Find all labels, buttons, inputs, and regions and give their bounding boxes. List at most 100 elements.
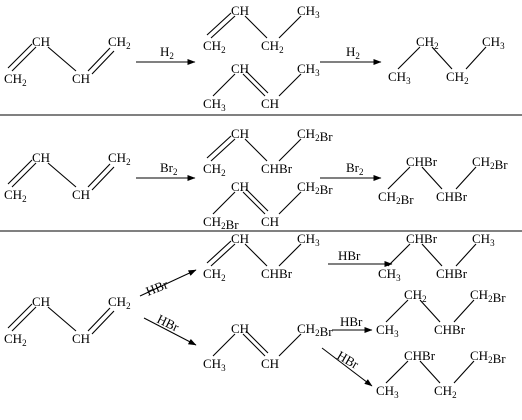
molecule-atom-label: CH bbox=[261, 356, 279, 371]
molecule-atom-label: CH bbox=[32, 294, 50, 309]
double-bond-line bbox=[11, 162, 37, 188]
reagent-label: HBr bbox=[340, 314, 363, 329]
bond-line bbox=[278, 15, 302, 39]
double-bond-line bbox=[242, 191, 266, 215]
bond-line bbox=[421, 166, 443, 190]
molecule-atom-label: CH2Br bbox=[470, 348, 506, 366]
molecule-atom-label: CH2 bbox=[446, 69, 469, 86]
molecule-atom-label: CHBr bbox=[261, 266, 293, 281]
double-bond-line bbox=[91, 50, 115, 75]
bond-line bbox=[397, 46, 421, 70]
reaction-arrow bbox=[321, 347, 373, 387]
molecule-atom-label: CHBr bbox=[406, 231, 438, 246]
double-bond-line bbox=[91, 166, 115, 191]
molecule-atom-label: CH2Br bbox=[470, 287, 506, 305]
bond-line bbox=[278, 191, 302, 215]
double-bond-line bbox=[206, 12, 232, 36]
molecule-atom-label: CH3 bbox=[388, 69, 411, 86]
bond-line bbox=[421, 243, 443, 267]
molecule-atom-label: CHBr bbox=[434, 322, 466, 337]
molecule-atom-label: CH bbox=[261, 96, 279, 111]
double-bond-line bbox=[210, 138, 236, 162]
bond-line bbox=[431, 46, 453, 70]
molecule-atom-label: CH3 bbox=[378, 266, 401, 283]
double-bond-line bbox=[206, 135, 232, 159]
reaction-arrow bbox=[143, 317, 197, 346]
bond-line bbox=[455, 243, 477, 267]
double-bond-line bbox=[245, 330, 269, 354]
molecule-atom-label: CH2 bbox=[203, 38, 226, 55]
molecule-atom-label: CHBr bbox=[406, 154, 438, 169]
double-bond-line bbox=[245, 70, 269, 94]
molecule-atom-label: CH2 bbox=[108, 294, 131, 311]
bond-line bbox=[212, 191, 236, 215]
reaction-arrow bbox=[139, 269, 197, 297]
molecule-atom-label: CH2 bbox=[434, 383, 457, 400]
molecule-atom-label: CH2 bbox=[4, 187, 27, 204]
bond-line bbox=[278, 243, 302, 267]
molecule-atom-label: CH2Br bbox=[472, 154, 508, 172]
bond-line bbox=[385, 360, 409, 384]
bond-line bbox=[278, 333, 302, 357]
bond-line bbox=[419, 360, 441, 384]
molecule-atom-label: CH3 bbox=[297, 3, 320, 20]
molecule-atom-label: CHBr bbox=[404, 348, 436, 363]
double-bond-line bbox=[91, 310, 115, 335]
molecule-atom-label: CH3 bbox=[203, 96, 226, 113]
double-bond-line bbox=[210, 243, 236, 267]
bond-line bbox=[387, 243, 411, 267]
molecule-atom-label: CH bbox=[261, 214, 279, 229]
molecule-atom-label: CHBr bbox=[436, 266, 468, 281]
bond-line bbox=[212, 73, 236, 97]
bond-line bbox=[453, 360, 475, 384]
molecule-atom-label: CH2Br bbox=[297, 126, 333, 144]
molecule-atom-label: CH2 bbox=[203, 266, 226, 283]
bond-line bbox=[244, 138, 268, 162]
reagent-label: H2 bbox=[160, 44, 174, 61]
molecule-atom-label: CHBr bbox=[261, 161, 293, 176]
bond-line bbox=[244, 243, 268, 267]
molecule-atom-label: CH2 bbox=[203, 161, 226, 178]
molecule-atom-label: CH3 bbox=[376, 322, 399, 339]
molecule-atom-label: CH3 bbox=[376, 383, 399, 400]
molecule-atom-label: CH2 bbox=[4, 331, 27, 348]
molecule-atom-label: CH bbox=[231, 61, 249, 76]
molecule-atom-label: CH2 bbox=[404, 287, 427, 304]
double-bond-line bbox=[245, 188, 269, 212]
molecule-atom-label: CH bbox=[231, 321, 249, 336]
bond-line bbox=[278, 73, 302, 97]
bond-line bbox=[47, 306, 77, 332]
double-bond-line bbox=[210, 15, 236, 39]
molecule-atom-label: CH2 bbox=[416, 34, 439, 51]
double-bond-line bbox=[7, 159, 33, 185]
reagent-label: H2 bbox=[346, 44, 360, 61]
molecule-atom-label: CH bbox=[231, 3, 249, 18]
molecule-atom-label: CH2 bbox=[108, 34, 131, 51]
double-bond-line bbox=[11, 46, 37, 72]
molecule-atom-label: CHBr bbox=[436, 189, 468, 204]
double-bond-line bbox=[87, 47, 111, 72]
molecule-atom-label: CH2 bbox=[108, 150, 131, 167]
molecule-atom-label: CH2Br bbox=[378, 189, 414, 207]
molecule-atom-label: CH2 bbox=[4, 71, 27, 88]
bond-line bbox=[244, 15, 268, 39]
double-bond-line bbox=[242, 333, 266, 357]
double-bond-line bbox=[87, 307, 111, 332]
molecule-atom-label: CH3 bbox=[297, 231, 320, 248]
double-bond-line bbox=[7, 303, 33, 329]
bond-line bbox=[465, 46, 487, 70]
molecule-atom-label: CH bbox=[32, 34, 50, 49]
double-bond-line bbox=[7, 43, 33, 69]
molecule-atom-label: CH3 bbox=[472, 231, 495, 248]
molecule-atom-label: CH3 bbox=[203, 356, 226, 373]
bond-line bbox=[419, 299, 441, 323]
reagent-label: HBr bbox=[144, 276, 171, 299]
double-bond-line bbox=[87, 163, 111, 188]
molecule-atom-label: CH bbox=[72, 187, 90, 202]
double-bond-line bbox=[206, 240, 232, 264]
reagent-label: HBr bbox=[155, 311, 182, 335]
molecule-atom-label: CH2Br bbox=[203, 214, 239, 232]
bond-line bbox=[278, 138, 302, 162]
molecule-atom-label: CH bbox=[32, 150, 50, 165]
